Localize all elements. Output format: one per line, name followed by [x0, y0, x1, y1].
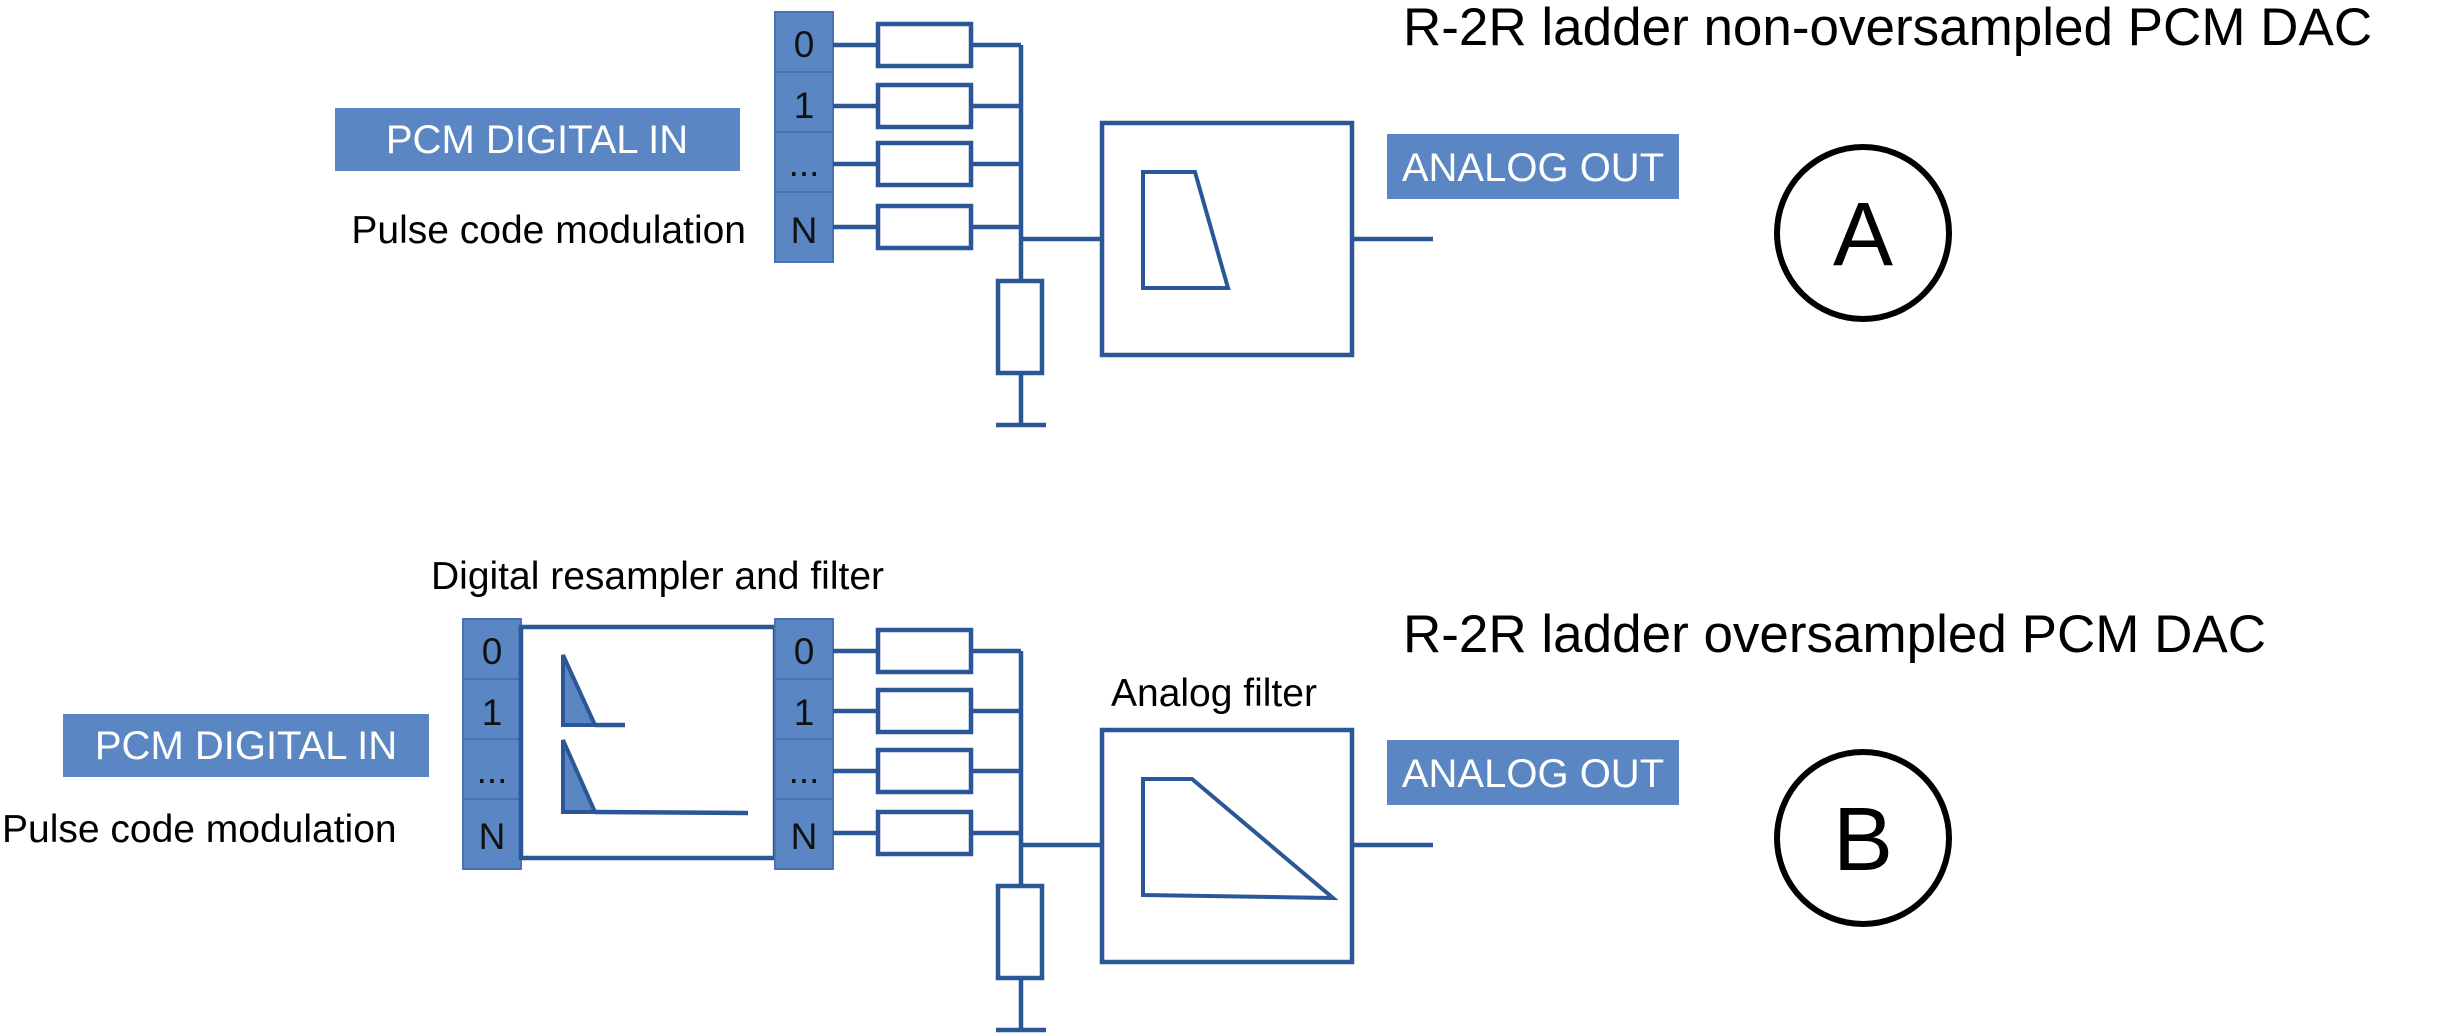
- diagram-b-marker-circle: [1774, 749, 1952, 927]
- digital-filter-icon: [561, 654, 599, 727]
- diagram-b-filter-caption: Analog filter: [1111, 672, 1317, 715]
- lowpass-filter-icon: [1141, 777, 1339, 901]
- diagram-a-input-banner: [335, 108, 740, 171]
- resistor-icon: [875, 747, 974, 795]
- bit-label: 0: [794, 631, 815, 672]
- diagram-a-title: R-2R ladder non-oversampled PCM DAC: [1403, 0, 2372, 57]
- bit-cell: [462, 738, 522, 800]
- bit-label: ...: [477, 750, 508, 791]
- bit-label: ...: [789, 750, 820, 791]
- bit-cell: [774, 71, 834, 133]
- diagram-b-resampler-caption: Digital resampler and filter: [431, 555, 884, 598]
- digital-filter-icon: [561, 739, 599, 814]
- lowpass-filter-icon: [1141, 170, 1231, 290]
- bit-cell: [774, 798, 834, 870]
- resampler-block: [518, 624, 778, 861]
- diagram-a-input-label: PCM DIGITAL IN: [386, 118, 688, 162]
- resistor-icon: [875, 82, 974, 130]
- filter-block: [1099, 120, 1355, 358]
- bit-label: 1: [482, 692, 503, 733]
- diagram-b-input-banner: [63, 714, 429, 777]
- resistor-icon: [875, 627, 974, 675]
- diagram-a-resistor-ladder: [833, 21, 1102, 428]
- diagram-a: R-2R ladder non-oversampled PCM DAC PCM …: [335, 0, 2372, 428]
- bit-cell: [774, 191, 834, 263]
- diagram-a-output-label: ANALOG OUT: [1402, 146, 1664, 190]
- diagram-b-input-register: 0 1 ... N: [462, 618, 522, 870]
- diagram-b-input-label: PCM DIGITAL IN: [95, 724, 397, 768]
- diagram-a-marker: A: [1833, 185, 1893, 285]
- resistor-icon: [875, 140, 974, 188]
- diagram-b-resampler: [518, 624, 778, 861]
- bit-label: 1: [794, 692, 815, 733]
- resistor-icon: [875, 687, 974, 735]
- resistor-icon: [875, 21, 974, 69]
- bit-label: N: [479, 816, 506, 857]
- diagram-b-input-caption: Pulse code modulation: [2, 808, 397, 851]
- diagram-b-title: R-2R ladder oversampled PCM DAC: [1403, 605, 2266, 664]
- diagram-a-filter: [1099, 120, 1433, 358]
- diagram-b: R-2R ladder oversampled PCM DAC Digital …: [2, 555, 2266, 1033]
- bit-label: 0: [794, 24, 815, 65]
- resistor-icon: [875, 203, 974, 251]
- diagram-a-marker-circle: [1774, 144, 1952, 322]
- diagram-b-marker: B: [1833, 790, 1893, 890]
- resistor-icon: [995, 883, 1045, 981]
- filter-block: [1099, 727, 1355, 965]
- bit-label: N: [791, 816, 818, 857]
- bit-label: N: [791, 210, 818, 251]
- bit-cell: [774, 11, 834, 73]
- bit-label: 1: [794, 85, 815, 126]
- diagram-b-output-register: 0 1 ... N: [774, 618, 834, 870]
- bit-label: ...: [789, 143, 820, 184]
- diagram-a-bit-register: 0 1 ... N: [774, 11, 834, 263]
- diagram-a-input-caption: Pulse code modulation: [351, 209, 746, 252]
- diagram-b-filter: [1099, 727, 1433, 965]
- diagram-b-output-label: ANALOG OUT: [1402, 752, 1664, 796]
- bit-cell: [774, 131, 834, 193]
- diagram-a-output-banner: [1387, 134, 1679, 199]
- diagram-b-resistor-ladder: [833, 627, 1102, 1033]
- resistor-icon: [875, 809, 974, 857]
- resistor-icon: [995, 278, 1045, 376]
- diagram-b-output-banner: [1387, 740, 1679, 805]
- bit-label: 0: [482, 631, 503, 672]
